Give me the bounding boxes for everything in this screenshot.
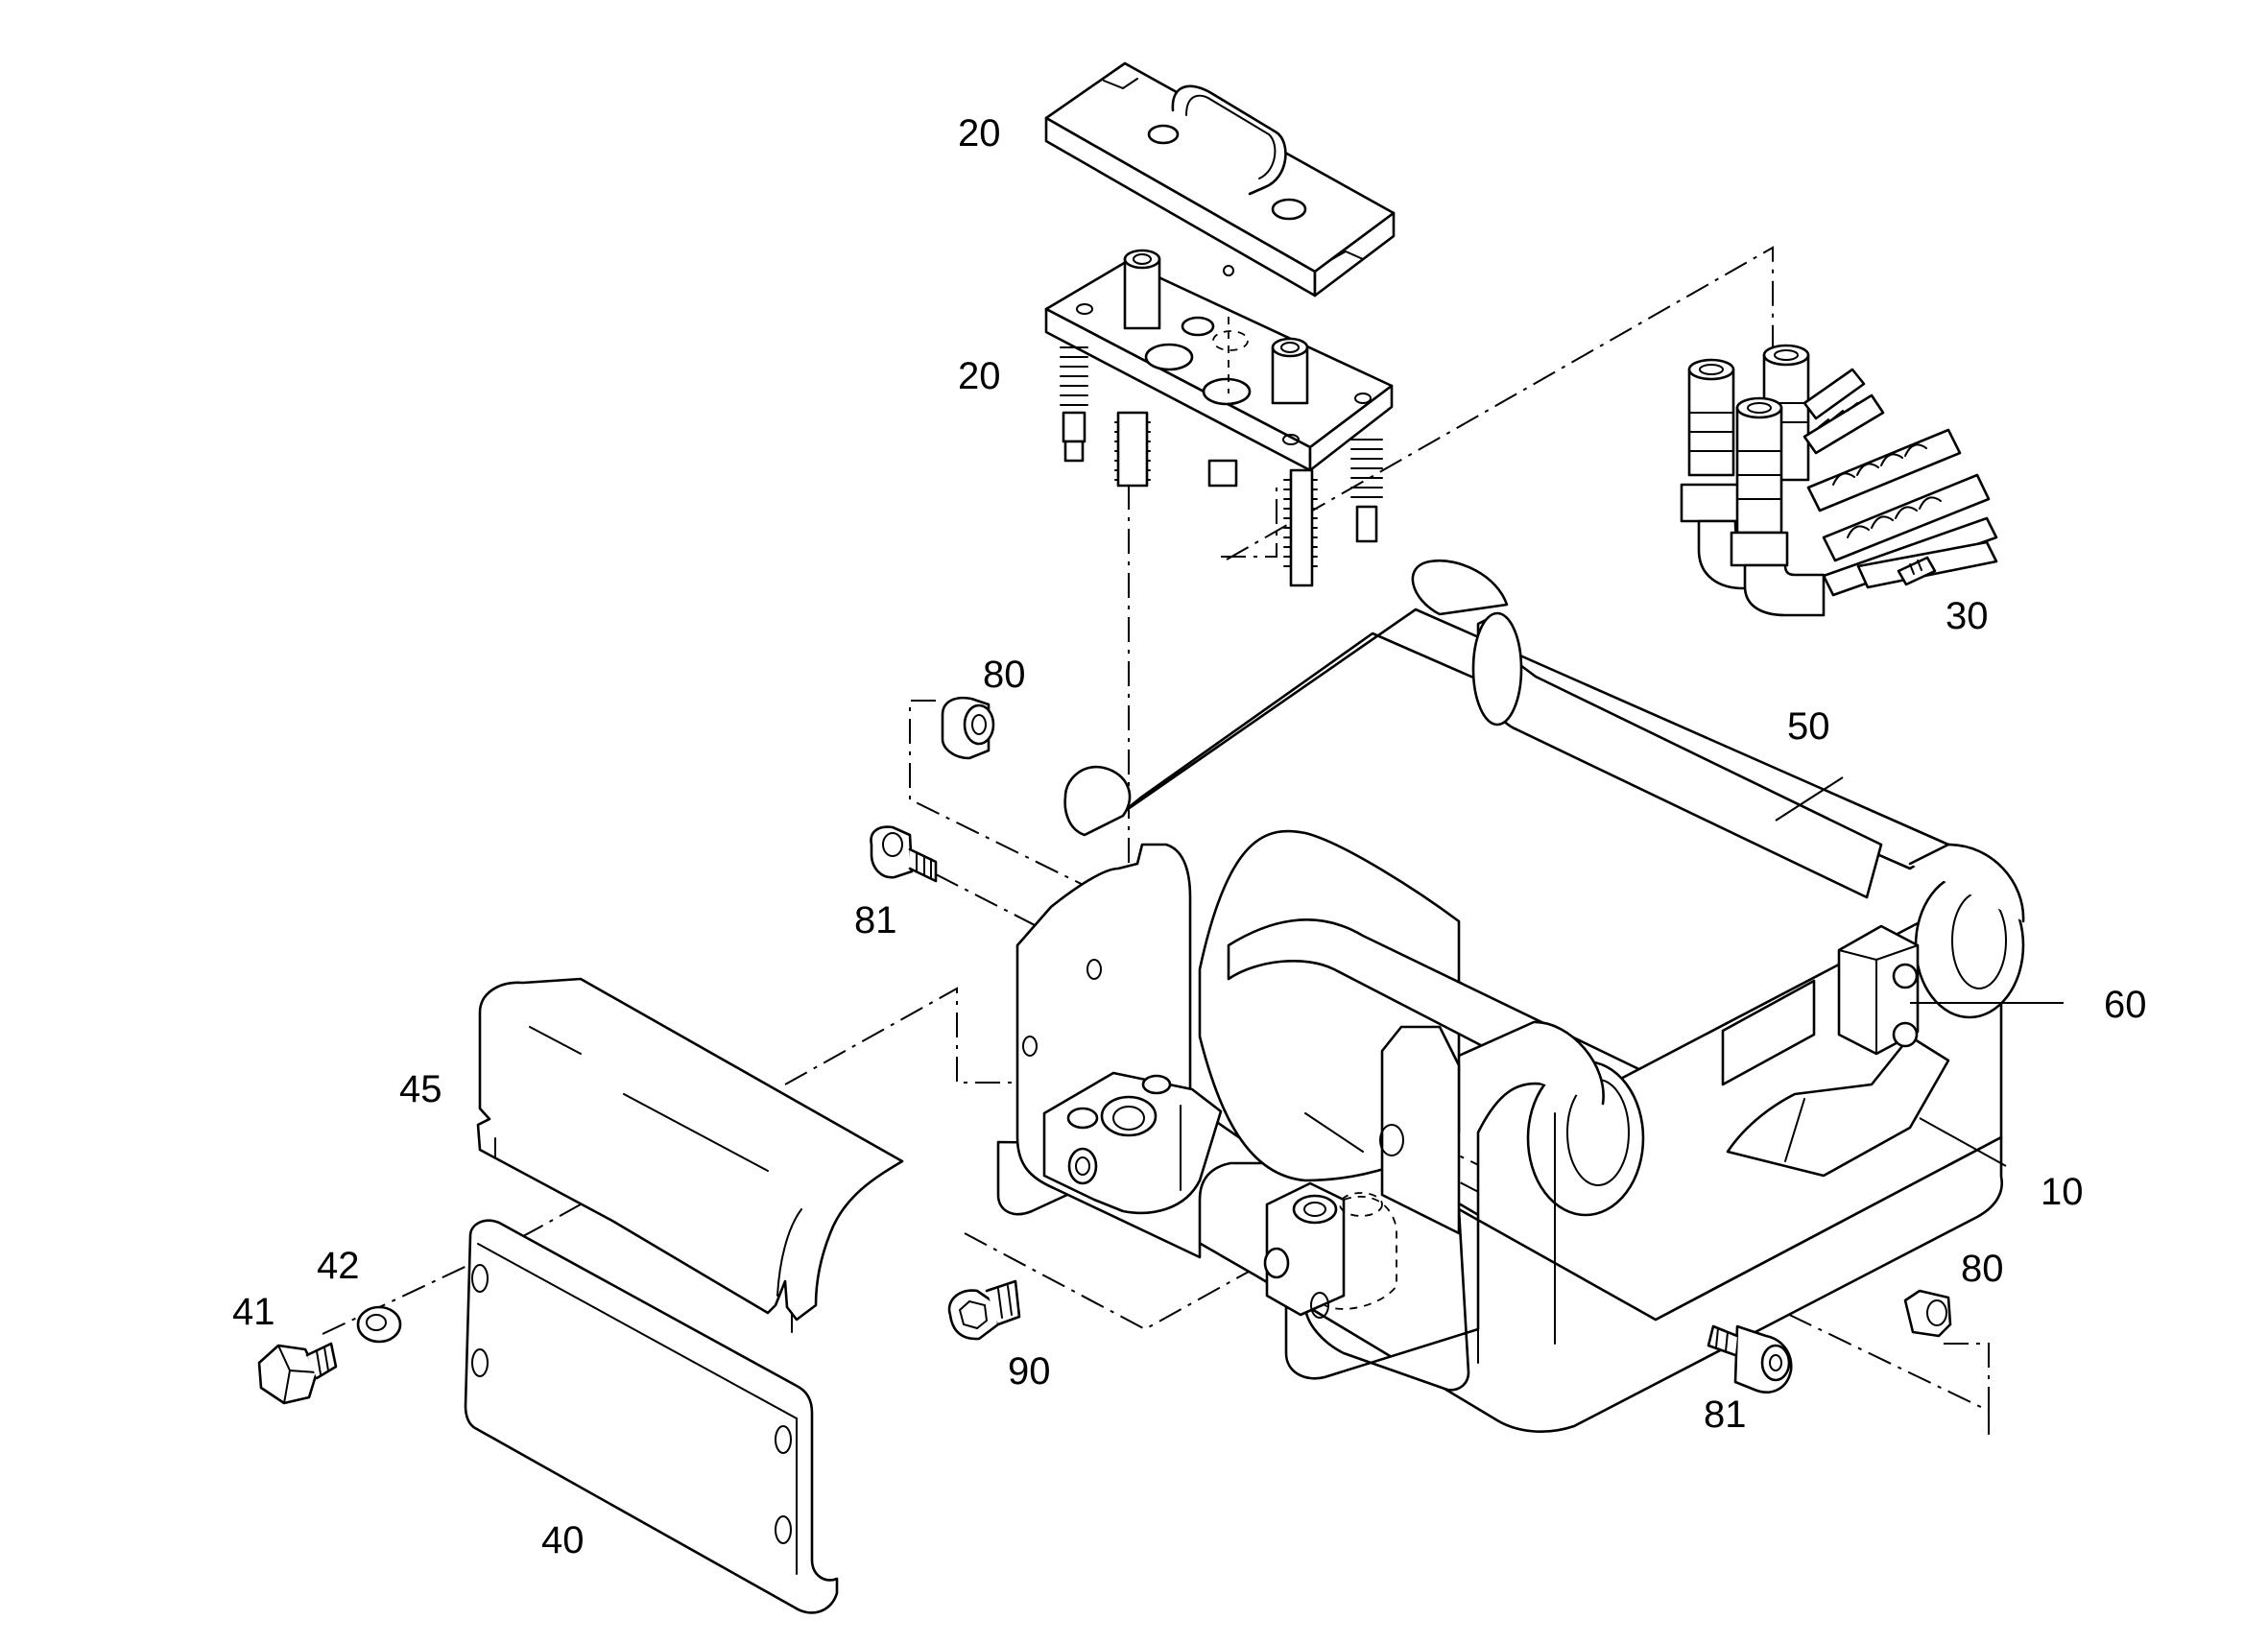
frame-eyes (1457, 843, 2025, 1217)
coupling-plate (1044, 249, 1394, 587)
hose-kit (1680, 344, 1998, 617)
callout-block: 60 (2104, 984, 2147, 1026)
valve-block (1042, 1071, 1223, 1215)
callout-washer: 42 (317, 1245, 360, 1287)
screw-lower (1707, 1324, 1793, 1394)
name-plate (1721, 979, 1816, 1086)
plug (947, 1279, 1021, 1341)
center-line-covers (784, 987, 1017, 1085)
side-block (1837, 924, 1920, 1056)
callout-cover-upper: 45 (399, 1068, 442, 1110)
callout-screw-upper: 81 (854, 899, 897, 941)
bolt (257, 1342, 338, 1405)
cover-upper (476, 977, 904, 1333)
bushing-upper (941, 696, 995, 760)
callout-bushing-upper: 80 (983, 654, 1026, 696)
top-cover (1044, 61, 1396, 298)
lower-block (1263, 1181, 1397, 1319)
cover-lower (464, 1219, 839, 1614)
callout-frame: 10 (2041, 1171, 2084, 1213)
center-line-plate-hoses (1226, 246, 1774, 560)
screw-upper (870, 825, 938, 883)
center-line-cover-lower (1944, 1343, 1990, 1430)
callout-hose-kit: 30 (1946, 595, 1989, 637)
callout-cover-lower: 40 (541, 1519, 585, 1561)
washer (356, 1305, 402, 1344)
center-line-screw-upper (935, 873, 1039, 928)
callout-bushing-lower: 80 (1961, 1248, 2004, 1290)
center-line-plug (964, 1232, 1258, 1331)
bushing-lower (1903, 1289, 1952, 1338)
leader-lines (1775, 776, 2064, 1167)
callout-body: 50 (1787, 705, 1830, 748)
callout-screw-lower: 81 (1704, 1394, 1747, 1436)
callout-plug: 90 (1008, 1350, 1051, 1393)
callout-top-cover: 20 (958, 112, 1001, 155)
callouts: 20 20 30 80 81 45 42 41 40 90 50 60 10 8… (232, 112, 2147, 1561)
plate-springs (1060, 346, 1383, 587)
callout-bolt: 41 (232, 1291, 275, 1333)
main-frame (996, 559, 2025, 1433)
callout-coupling-plate: 20 (958, 355, 1001, 397)
